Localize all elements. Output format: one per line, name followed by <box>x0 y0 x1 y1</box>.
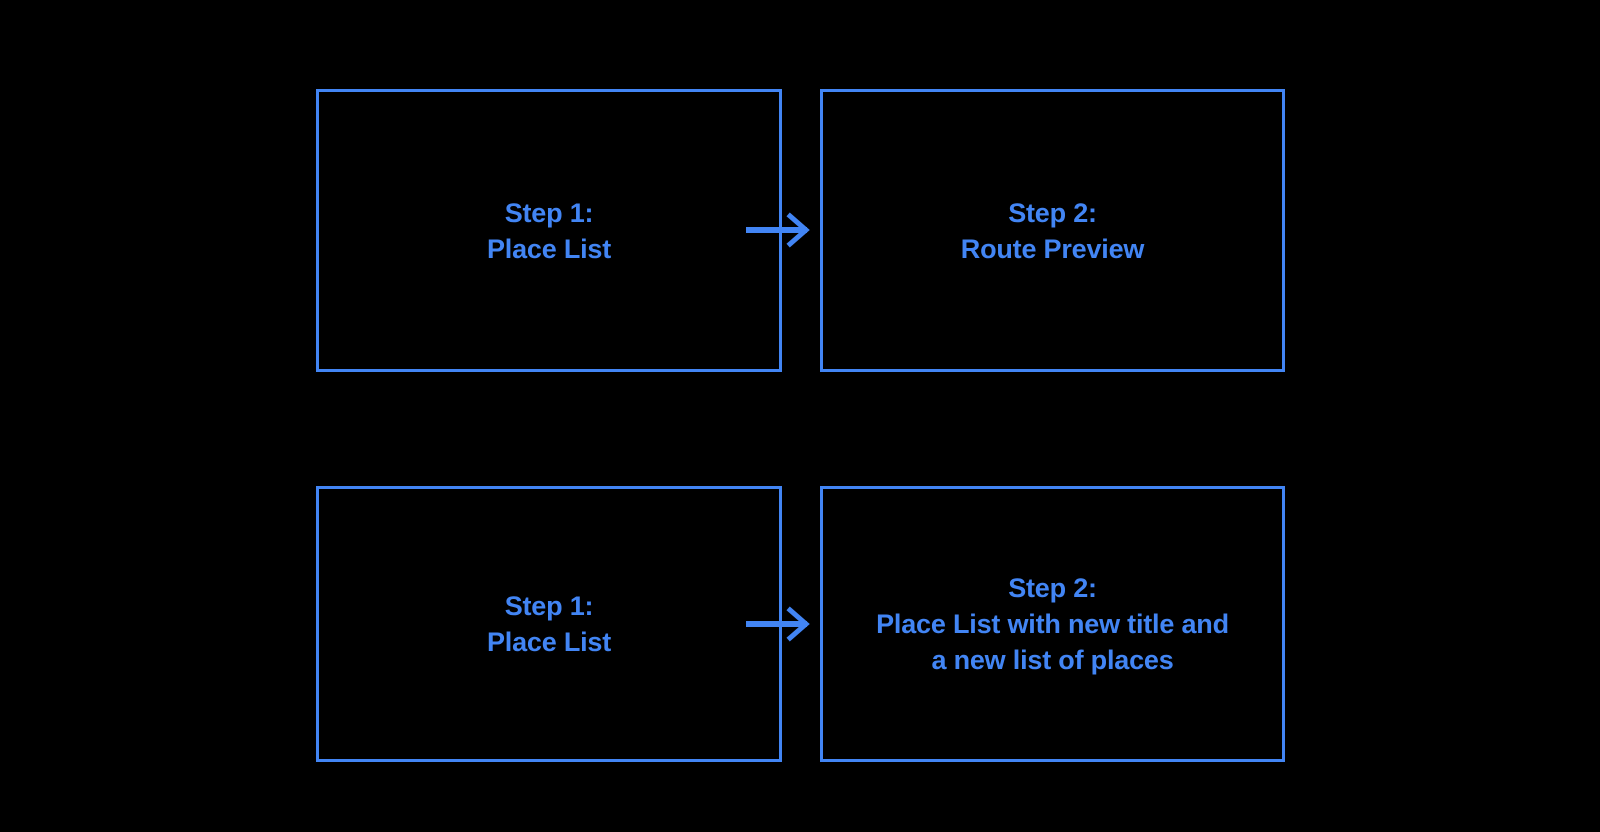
flow-node-label: Step 1: Place List <box>486 197 612 264</box>
flow-node-label: Step 2: Route Preview <box>960 197 1145 264</box>
flow-node-step2-top[interactable]: Step 2: Route Preview <box>820 89 1285 372</box>
flow-node-label: Step 1: Place List <box>486 591 612 657</box>
flow-row: Step 1: Place List Step 2: Route Preview <box>0 89 1600 372</box>
flow-node-step2-bottom[interactable]: Step 2: Place List with new title and a … <box>820 486 1285 762</box>
flow-row: Step 1: Place List Step 2: Place List wi… <box>0 486 1600 762</box>
flow-node-label: Step 2: Place List with new title and a … <box>876 573 1229 675</box>
flow-node-step1-bottom[interactable]: Step 1: Place List <box>316 486 782 762</box>
flow-node-step1-top[interactable]: Step 1: Place List <box>316 89 782 372</box>
